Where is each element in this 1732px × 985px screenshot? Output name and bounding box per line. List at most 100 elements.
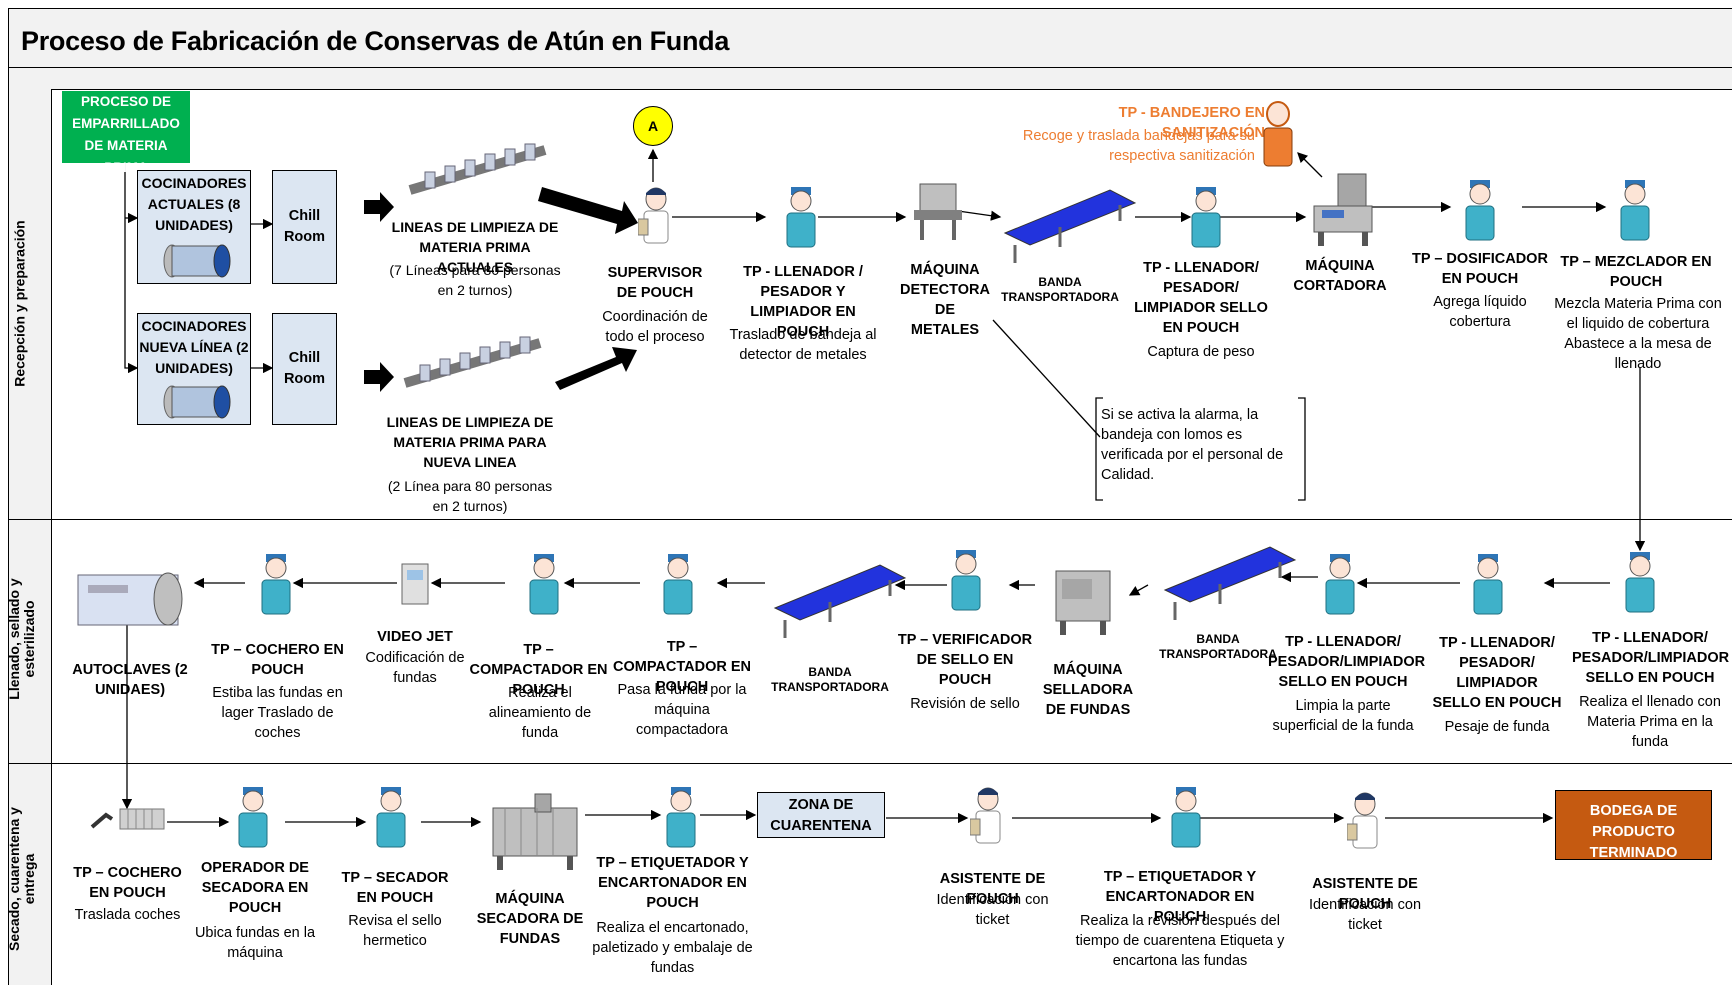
cocinadores-actuales-box: COCINADORES ACTUALES (8 UNIDADES): [137, 170, 251, 284]
detectora-title: MÁQUINA DETECTORA DE METALES: [900, 262, 990, 338]
lane-divider-2: [8, 763, 1732, 764]
dosificador-desc: Agrega líquido cobertura: [1433, 294, 1527, 330]
assistant-icon: [970, 787, 1001, 844]
bodega-box: BODEGA DE PRODUCTO TERMINADO: [1555, 790, 1712, 861]
cochero3-title: TP – COCHERO EN POUCH: [73, 865, 182, 901]
lineas-actuales-title: LINEAS DE LIMPIEZA DE MATERIA PRIMA ACTU…: [391, 219, 559, 275]
asistente2-desc: Identificación con ticket: [1308, 897, 1422, 933]
secador-title: TP – SECADOR EN POUCH: [341, 870, 449, 906]
worker-icon: [1625, 552, 1655, 613]
llenador1-title: TP - LLENADOR / PESADOR Y LIMPIADOR EN P…: [743, 264, 863, 340]
cooker-icon: [163, 385, 231, 419]
conveyor-icon: [1163, 546, 1297, 620]
chill-room-2: Chill Room: [272, 313, 337, 425]
cocinadores-actuales-label: COCINADORES ACTUALES (8 UNIDADES): [141, 175, 247, 233]
cochero2-desc: Estiba las fundas en lager Traslado de c…: [212, 685, 343, 741]
worker-icon: [951, 550, 981, 611]
worker-icon: [663, 554, 693, 615]
conveyor-icon: [1003, 189, 1137, 263]
etiquetador1-desc: Realiza el encartonado, paletizado y emb…: [592, 920, 753, 976]
etiquetador1-title: TP – ETIQUETADOR Y ENCARTONADOR EN POUCH: [596, 855, 749, 911]
worker-icon: [1191, 187, 1221, 248]
worker-icon: [261, 554, 291, 615]
autoclaves-title: AUTOCLAVES (2 UNIDAES): [72, 662, 188, 698]
zona-cuarentena-box: ZONA DE CUARENTENA: [757, 792, 885, 838]
etiquetador2-desc: Realiza la revisión después del tiempo d…: [1075, 913, 1285, 969]
llenador2-title: TP - LLENADOR/ PESADOR/ LIMPIADOR SELLO …: [1134, 260, 1268, 336]
connector-a: A: [633, 106, 673, 146]
supervisor-title: SUPERVISOR DE POUCH: [607, 265, 703, 301]
operador-title: OPERADOR DE SECADORA EN POUCH: [201, 860, 309, 916]
llenador1-desc: Traslado de bandeja al detector de metal…: [729, 327, 877, 363]
supervisor-desc: Coordinación de todo el proceso: [602, 309, 708, 345]
lineas-actuales-desc: (7 Líneas para 80 personas en 2 turnos): [389, 262, 561, 298]
cleaning-line-icon: [403, 336, 542, 388]
mezclador-title: TP – MEZCLADOR EN POUCH: [1560, 254, 1712, 290]
banda1-label: BANDA TRANSPORTADORA: [1001, 275, 1119, 304]
worker-icon: [1473, 554, 1503, 615]
bandejero-desc: Recoge y traslada bandejas para su respe…: [1022, 128, 1255, 164]
asistente1-title: ASISTENTE DE POUCH: [939, 871, 1046, 907]
compactador1-desc: Realiza el alineamiento de funda: [488, 685, 592, 741]
lineas-nueva-desc: (2 Línea para 80 personas en 2 turnos): [387, 478, 553, 514]
subtitle-bar: [8, 68, 1732, 90]
secadora-title: MÁQUINA SECADORA DE FUNDAS: [476, 891, 584, 947]
worker-icon: [786, 187, 816, 248]
title-bar: Proceso de Fabricación de Conservas de A…: [8, 8, 1732, 68]
sealing-machine-icon: [1055, 570, 1111, 635]
assistant-icon: [1347, 792, 1378, 849]
supervisor-icon: [638, 187, 669, 244]
cleaning-line-icon: [408, 143, 547, 195]
worker-icon: [376, 787, 406, 848]
cochero3-desc: Traslada coches: [74, 907, 181, 923]
cutting-machine-icon: [1313, 173, 1373, 246]
lane-divider-1: [8, 519, 1732, 520]
worker-icon: [1171, 787, 1201, 848]
chill-room-1: Chill Room: [272, 170, 337, 284]
page-title: Proceso de Fabricación de Conservas de A…: [21, 26, 730, 56]
cortadora-title: MÁQUINA CORTADORA: [1293, 258, 1387, 294]
sanitation-worker-icon: [1263, 101, 1293, 167]
limpiador-desc: Limpia la parte superficial de la funda: [1272, 698, 1414, 734]
verificador-desc: Revisión de sello: [910, 696, 1020, 712]
limpiador-title: TP - LLENADOR/ PESADOR/LIMPIADOR SELLO E…: [1268, 634, 1426, 690]
asistente1-desc: Identificación con ticket: [936, 892, 1049, 928]
asistente2-title: ASISTENTE DE POUCH: [1312, 876, 1418, 912]
pesador-title: TP - LLENADOR/ PESADOR/ LIMPIADOR SELLO …: [1432, 635, 1562, 711]
worker-icon: [666, 787, 696, 848]
autoclave-icon: [77, 572, 183, 626]
cooker-icon: [163, 244, 231, 278]
banda3-label: BANDA TRANSPORTADORA: [1159, 632, 1277, 661]
alarma-note: Si se activa la alarma, la bandeja con l…: [1101, 407, 1284, 483]
frame-left: [8, 89, 9, 985]
cochero2-title: TP – COCHERO EN POUCH: [211, 642, 344, 678]
trolley-icon: [90, 808, 165, 830]
worker-icon: [238, 787, 268, 848]
video-jet-icon: [401, 563, 429, 605]
dosificador-title: TP – DOSIFICADOR EN POUCH: [1412, 251, 1548, 287]
llenador2-desc: Captura de peso: [1147, 344, 1255, 360]
cocinadores-nueva-box: COCINADORES NUEVA LÍNEA (2 UNIDADES): [137, 313, 251, 425]
compactador2-title: TP – COMPACTADOR EN POUCH: [612, 639, 751, 695]
etiquetador2-title: TP – ETIQUETADOR Y ENCARTONADOR EN POUCH: [1103, 869, 1257, 925]
llenador3-title: TP - LLENADOR/ PESADOR/LIMPIADOR SELLO E…: [1572, 630, 1730, 686]
worker-icon: [1465, 180, 1495, 241]
compactador2-desc: Pasa la funda por la máquina compactador…: [617, 682, 747, 738]
worker-icon: [1325, 554, 1355, 615]
secador-desc: Revisa el sello hermetico: [348, 913, 442, 949]
metal-detector-icon: [914, 183, 962, 240]
emparrillado-box: PROCESO DE EMPARRILLADO DE MATERIA PRIMA: [62, 91, 190, 175]
conveyor-icon: [773, 564, 907, 638]
worker-icon: [529, 554, 559, 615]
lineas-nueva-title: LINEAS DE LIMPIEZA DE MATERIA PRIMA PARA…: [386, 414, 554, 470]
worker-icon: [1620, 180, 1650, 241]
dryer-machine-icon: [492, 793, 578, 870]
videojet-title: VIDEO JET: [377, 629, 453, 645]
verificador-title: TP – VERIFICADOR DE SELLO EN POUCH: [897, 632, 1033, 688]
banda2-label: BANDA TRANSPORTADORA: [771, 665, 889, 694]
llenador3-desc: Realiza el llenado con Materia Prima en …: [1579, 694, 1721, 750]
mezclador-desc: Mezcla Materia Prima con el liquido de c…: [1554, 296, 1722, 372]
pesador-desc: Pesaje de funda: [1444, 719, 1550, 735]
videojet-desc: Codificación de fundas: [365, 650, 465, 686]
bandejero-title: TP - BANDEJERO EN SANITIZACIÓN: [1118, 105, 1265, 141]
